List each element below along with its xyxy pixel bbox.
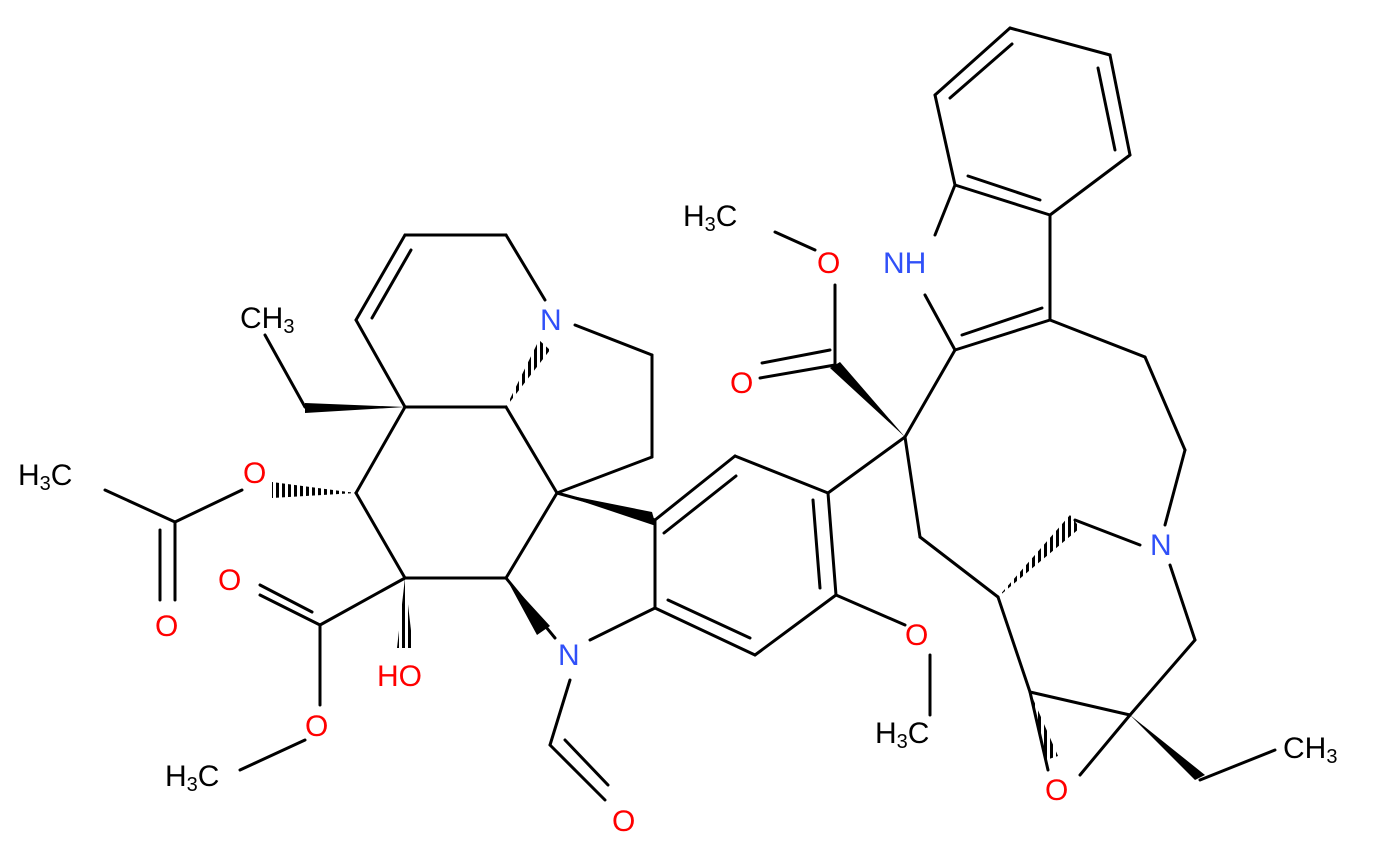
atom-label-ch3-ethyl-left: CH3 (240, 302, 294, 338)
bond (773, 230, 817, 252)
bond (238, 738, 307, 772)
bond (258, 583, 314, 614)
wedge-bond (557, 493, 656, 526)
atom-label-o-acetate: O (243, 457, 266, 490)
bond (753, 593, 838, 657)
atom-label-o-acetyl-carbonyl: O (155, 610, 178, 643)
bond (996, 595, 1032, 694)
atom-label-h3c-ester-left: H3C (165, 760, 219, 796)
bond (548, 743, 607, 802)
bond (826, 491, 838, 597)
bond (1048, 153, 1132, 217)
hash-bond (1030, 692, 1058, 760)
bond (903, 435, 922, 539)
bond (354, 491, 407, 580)
bond-network (103, 26, 1277, 802)
bond (811, 498, 822, 590)
atom-label-n-indoline: N (558, 639, 580, 672)
bond (1028, 690, 1050, 772)
bond (933, 93, 957, 187)
bond (354, 318, 407, 409)
bond (653, 606, 757, 657)
bond (758, 363, 837, 380)
atom-label-nh-indole: NH (883, 247, 926, 280)
bond (354, 233, 407, 322)
stereo-bonds (272, 340, 1205, 780)
bond (1073, 518, 1142, 547)
bond (1048, 318, 1147, 359)
bond (258, 593, 322, 627)
atom-label-o-formyl: O (612, 805, 635, 838)
hash-bond (506, 340, 550, 407)
bond (318, 576, 407, 627)
bond (653, 454, 737, 522)
bond (834, 593, 907, 627)
bond (370, 248, 413, 320)
bond (1108, 53, 1132, 157)
bond (1078, 713, 1132, 777)
atom-label-o-ester-right-methoxy: O (817, 247, 840, 280)
atom-label-h3c-ester-right: H3C (683, 200, 737, 236)
atom-label-ch3-ethyl-right: CH3 (1283, 732, 1337, 768)
bond (548, 678, 572, 747)
wedge-bond (1130, 715, 1205, 780)
bond (662, 474, 738, 535)
bond (563, 738, 610, 787)
atom-label-h3c-acetyl: H3C (18, 459, 72, 495)
atom-label-o-aryl-methoxy: O (905, 619, 928, 652)
bond (1096, 66, 1117, 152)
bond (103, 488, 177, 524)
bond (960, 306, 1044, 337)
bond (948, 42, 1014, 100)
bond (966, 174, 1042, 202)
bond (826, 435, 907, 495)
atom-label-n-left-top: N (540, 304, 562, 337)
bond (923, 293, 957, 352)
bond (760, 348, 832, 365)
bond (555, 455, 654, 495)
bond (1143, 355, 1187, 452)
hash-bond (998, 515, 1080, 597)
bond (903, 348, 957, 439)
bond (504, 233, 547, 302)
bond (1008, 26, 1112, 57)
wedge-bond (506, 578, 550, 635)
bond (666, 598, 752, 640)
bond (354, 405, 407, 495)
bond (1028, 690, 1132, 717)
wedge-bond (830, 362, 905, 437)
bond (173, 488, 244, 524)
atom-labels: CH3 N O H3C O O HO O H3C N O O H3C H3C O… (18, 200, 1337, 838)
bond (933, 26, 1012, 97)
bond (1198, 748, 1277, 782)
atom-label-o-epoxide: O (1045, 774, 1068, 807)
bond (504, 405, 559, 495)
bond (1168, 563, 1197, 642)
bond (733, 454, 830, 495)
atom-label-o-ester-left-methoxy: O (305, 710, 328, 743)
bond (573, 323, 654, 357)
bond (953, 318, 1052, 352)
atom-label-ho-left: HO (377, 660, 422, 693)
atom-label-o-ester-right-carbonyl: O (730, 367, 753, 400)
bond (1128, 638, 1197, 717)
bond (1163, 448, 1187, 527)
bond (953, 183, 1052, 217)
hash-bond (397, 578, 413, 648)
atom-label-o-ester-left-carbonyl: O (218, 564, 241, 597)
hash-bond (272, 482, 356, 498)
bond (933, 183, 957, 237)
bond (918, 535, 1000, 599)
bond (588, 606, 657, 642)
atom-label-h3c-aryl-methoxy: H3C (875, 717, 929, 753)
bond (263, 333, 307, 409)
wedge-bond (305, 403, 405, 413)
bond (504, 491, 559, 580)
atom-label-n-right-bridge: N (1150, 529, 1172, 562)
